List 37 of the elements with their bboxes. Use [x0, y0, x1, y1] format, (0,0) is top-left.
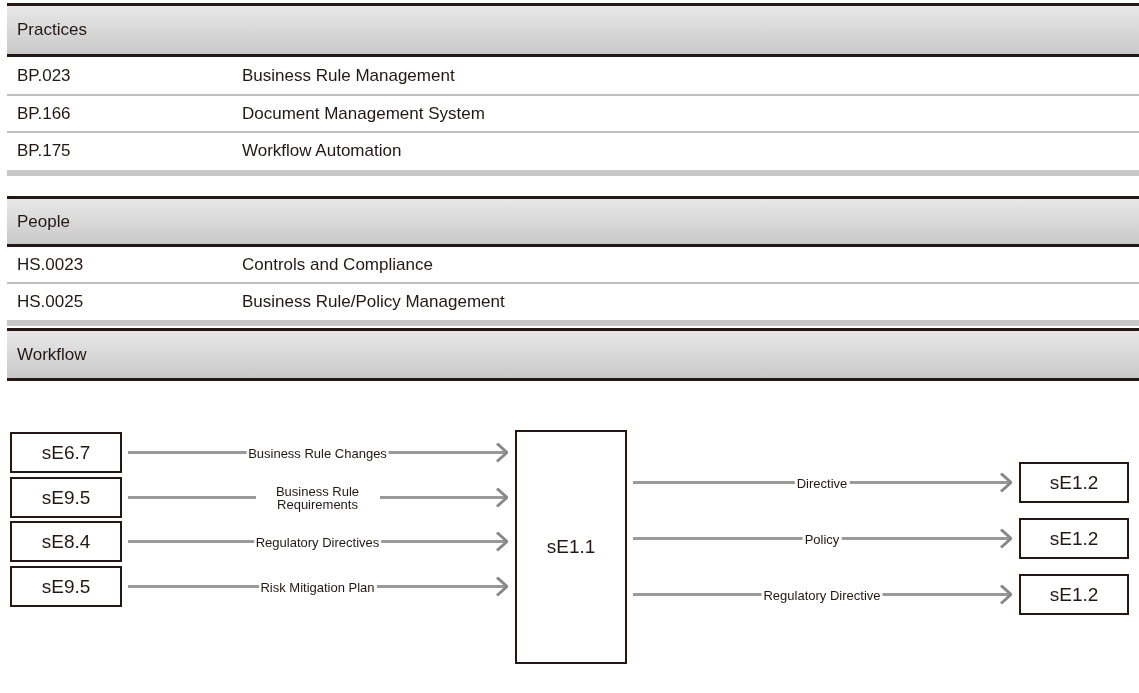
node-label: sE9.5 — [41, 575, 91, 598]
node-label: sE9.5 — [41, 486, 91, 509]
description-cell: Business Rule/Policy Management — [242, 292, 505, 312]
section-title: Workflow — [17, 344, 87, 365]
description-cell: Controls and Compliance — [242, 255, 433, 275]
code-cell: HS.0023 — [17, 255, 84, 275]
description-cell: Business Rule Management — [242, 66, 455, 86]
description-cell: Document Management System — [242, 104, 485, 124]
process-box — [1019, 462, 1129, 503]
edge-label: Risk Mitigation Plan — [258, 580, 377, 593]
process-box — [10, 566, 122, 607]
node-label: sE6.7 — [41, 441, 91, 464]
node-label: sE8.4 — [41, 530, 91, 553]
process-box — [10, 521, 122, 562]
process-box — [515, 430, 627, 664]
process-box — [10, 477, 122, 518]
code-cell: BP.023 — [17, 66, 71, 86]
edge-label: Regulatory Directive — [761, 588, 883, 601]
edge-label: Policy — [802, 532, 842, 545]
code-cell: BP.166 — [17, 104, 71, 124]
code-cell: HS.0025 — [17, 292, 84, 312]
code-cell: BP.175 — [17, 141, 71, 161]
edge-label: Regulatory Directives — [253, 535, 382, 548]
edge-label: Business Rule Changes — [246, 446, 389, 459]
node-label: sE1.2 — [1049, 527, 1099, 550]
node-label: sE1.2 — [1049, 471, 1099, 494]
arrow — [633, 528, 1013, 549]
edge-label: Business Rule Requirements — [255, 484, 380, 511]
node-label: sE1.2 — [1049, 583, 1099, 606]
process-box — [10, 432, 122, 473]
section-title: Practices — [17, 20, 87, 40]
process-box — [1019, 518, 1129, 559]
edge-label: Directive — [794, 476, 850, 489]
process-box — [1019, 574, 1129, 615]
description-cell: Workflow Automation — [242, 141, 402, 161]
section-title: People — [17, 211, 70, 232]
node-label: sE1.1 — [546, 536, 596, 558]
